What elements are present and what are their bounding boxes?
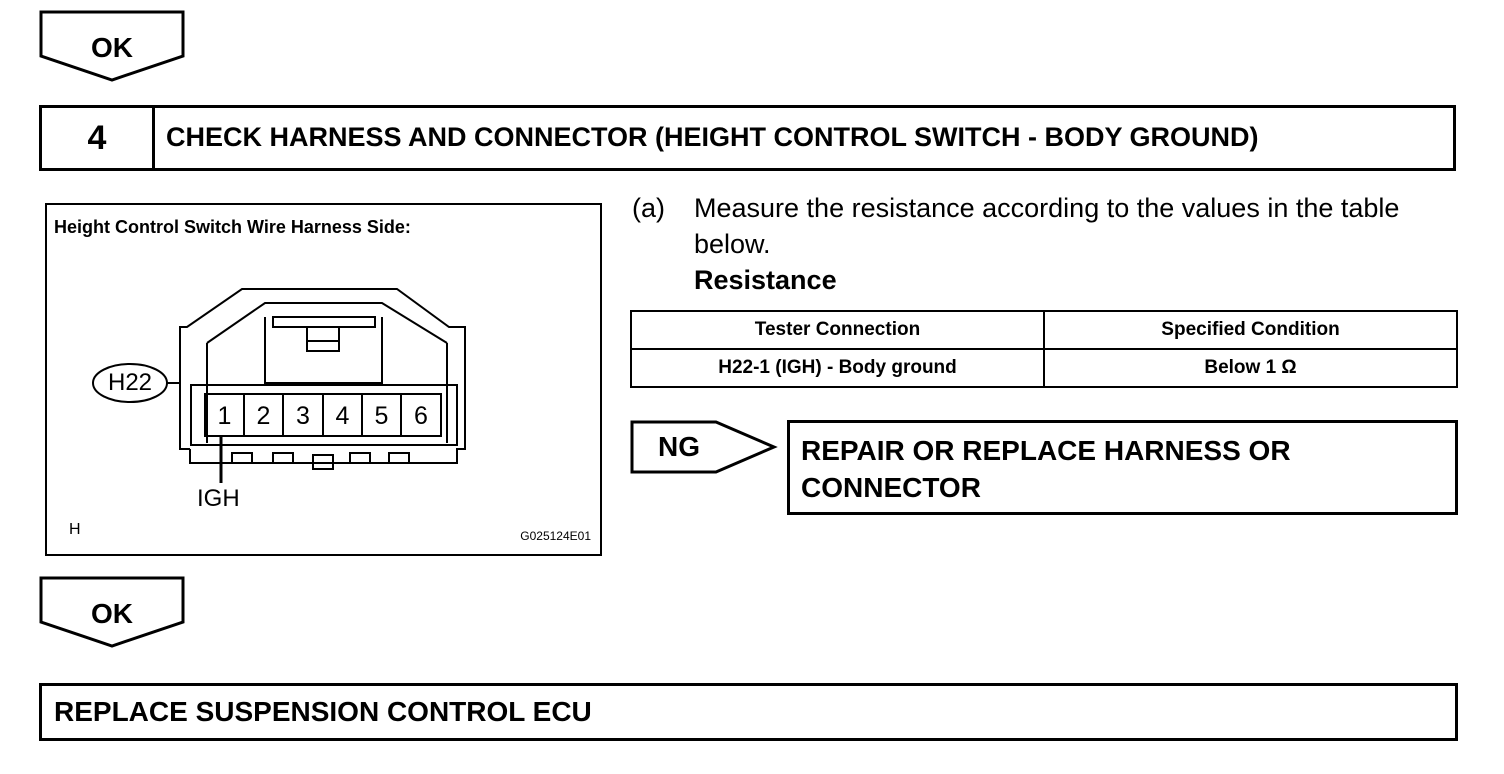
table-row: H22-1 (IGH) - Body ground Below 1 Ω [630,348,1458,388]
pin-number: 4 [335,402,350,430]
figure-corner-letter: H [69,521,81,538]
connector-label: H22 [107,369,153,396]
table-header: Specified Condition [1043,310,1458,350]
table-cell: H22-1 (IGH) - Body ground [630,348,1045,388]
ok-flag-label: OK [91,32,133,63]
ok-flag-label: OK [91,598,133,629]
pin-number: 6 [414,402,428,430]
final-step-box: REPLACE SUSPENSION CONTROL ECU [39,683,1458,741]
pin-number: 3 [296,402,310,430]
step-title: CHECK HARNESS AND CONNECTOR (HEIGHT CONT… [166,122,1259,152]
ok-flag-bottom: OK [39,576,189,650]
pin-number: 5 [374,402,389,430]
ok-flag-top: OK [39,10,189,84]
ng-result-line: CONNECTOR [801,472,981,503]
connector-figure: Height Control Switch Wire Harness Side: [45,203,602,556]
table-header-row: Tester Connection Specified Condition [630,310,1458,350]
ok-flag-shape [39,10,185,82]
pin-number: 1 [217,402,232,430]
instruction-heading: Resistance [694,265,837,295]
table-header: Tester Connection [630,310,1045,350]
instruction-tag: (a) [632,193,665,223]
step-number: 4 [42,108,155,168]
ng-result-box: REPAIR OR REPLACE HARNESS OR CONNECTOR [787,420,1458,515]
resistance-table: Tester Connection Specified Condition H2… [630,310,1458,388]
connector-diagram [92,288,466,483]
ng-flag: NG [630,420,780,476]
step-header: 4 CHECK HARNESS AND CONNECTOR (HEIGHT CO… [39,105,1456,171]
ng-result-line: REPAIR OR REPLACE HARNESS OR [801,435,1291,466]
figure-title: Height Control Switch Wire Harness Side: [54,217,411,237]
pin-number: 2 [256,402,271,430]
pin-label-igh: IGH [197,485,240,512]
ng-flag-shape [630,420,778,474]
figure-code: G025124E01 [520,529,591,543]
instruction-text: Measure the resistance according to the … [694,193,1400,259]
table-cell: Below 1 Ω [1043,348,1458,388]
pin-row: 1 2 3 4 5 6 [205,402,441,432]
ng-flag-label: NG [658,431,700,462]
ok-flag-shape [39,576,185,648]
